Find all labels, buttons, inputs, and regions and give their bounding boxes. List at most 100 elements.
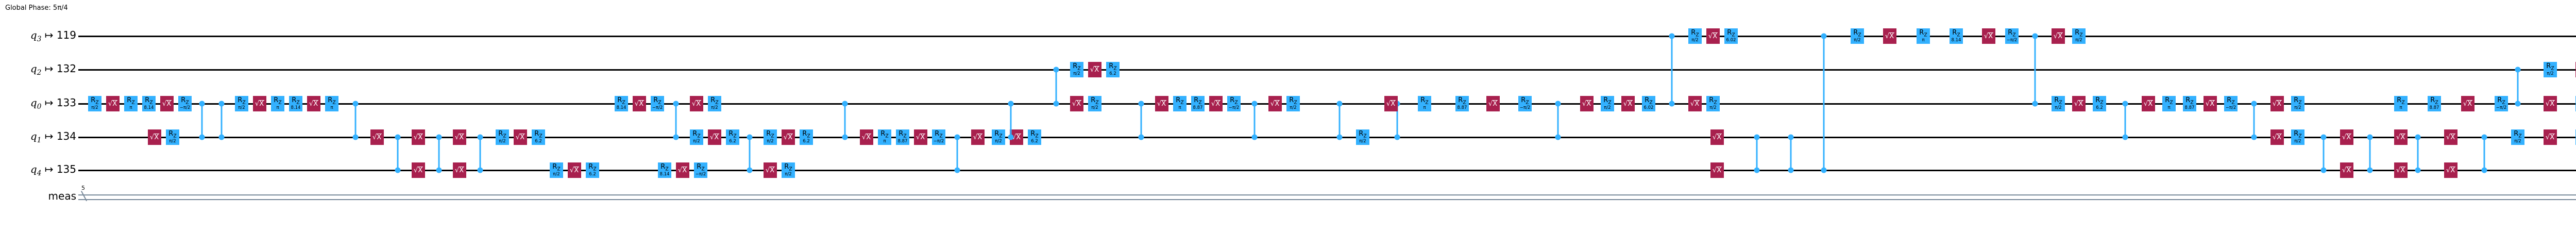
cz-control-dot[interactable] bbox=[1788, 167, 1794, 173]
cz-control-dot[interactable] bbox=[1138, 101, 1144, 107]
cz-control-dot[interactable] bbox=[477, 134, 483, 140]
gate-sx[interactable]: √X bbox=[307, 96, 320, 111]
cz-control-dot[interactable] bbox=[1754, 134, 1760, 140]
gate-sx[interactable]: √X bbox=[2394, 129, 2408, 145]
cz-control-dot[interactable] bbox=[673, 101, 679, 107]
gate-sx[interactable]: √X bbox=[1883, 28, 1896, 44]
cz-control-dot[interactable] bbox=[2367, 134, 2373, 140]
gate-sx[interactable]: √X bbox=[2142, 96, 2155, 111]
gate-rz[interactable]: RZ−π/2 bbox=[1518, 96, 1532, 111]
cz-control-dot[interactable] bbox=[218, 101, 225, 107]
gate-rz[interactable]: RZ−π/2 bbox=[178, 96, 192, 111]
cz-control-dot[interactable] bbox=[2032, 101, 2038, 107]
gate-sx[interactable]: √X bbox=[860, 129, 873, 145]
gate-sx[interactable]: √X bbox=[1070, 96, 1083, 111]
cz-control-dot[interactable] bbox=[1555, 134, 1561, 140]
cz-control-dot[interactable] bbox=[1336, 101, 1343, 107]
cz-control-dot[interactable] bbox=[2515, 101, 2521, 107]
gate-sx[interactable]: √X bbox=[412, 162, 425, 178]
cz-control-dot[interactable] bbox=[1821, 33, 1827, 39]
cz-control-dot[interactable] bbox=[2515, 67, 2521, 73]
cz-control-dot[interactable] bbox=[1336, 134, 1343, 140]
gate-rz[interactable]: RZ−π/2 bbox=[2005, 28, 2019, 44]
cz-control-dot[interactable] bbox=[199, 134, 205, 140]
gate-sx[interactable]: √X bbox=[148, 129, 161, 145]
cz-control-dot[interactable] bbox=[2481, 134, 2487, 140]
gate-sx[interactable]: √X bbox=[453, 162, 466, 178]
gate-sx[interactable]: √X bbox=[1268, 96, 1282, 111]
gate-sx[interactable]: √X bbox=[2340, 162, 2353, 178]
gate-sx[interactable]: √X bbox=[1710, 162, 1724, 178]
gate-sx[interactable]: √X bbox=[2204, 96, 2217, 111]
cz-control-dot[interactable] bbox=[1788, 134, 1794, 140]
cz-control-dot[interactable] bbox=[436, 167, 442, 173]
gate-sx[interactable]: √X bbox=[1384, 96, 1398, 111]
gate-sx[interactable]: √X bbox=[1982, 28, 1995, 44]
cz-control-dot[interactable] bbox=[2251, 134, 2257, 140]
gate-sx[interactable]: √X bbox=[2544, 96, 2557, 111]
cz-control-dot[interactable] bbox=[673, 134, 679, 140]
gate-sx[interactable]: √X bbox=[914, 129, 927, 145]
cz-control-dot[interactable] bbox=[352, 101, 359, 107]
gate-rz[interactable]: RZ−π/2 bbox=[2495, 96, 2508, 111]
cz-control-dot[interactable] bbox=[1008, 134, 1014, 140]
cz-control-dot[interactable] bbox=[747, 134, 753, 140]
cz-control-dot[interactable] bbox=[1008, 101, 1014, 107]
gate-sx[interactable]: √X bbox=[2444, 129, 2458, 145]
cz-control-dot[interactable] bbox=[1053, 67, 1059, 73]
gate-sx[interactable]: √X bbox=[971, 129, 985, 145]
gate-sx[interactable]: √X bbox=[2072, 96, 2086, 111]
gate-sx[interactable]: √X bbox=[1155, 96, 1168, 111]
cz-control-dot[interactable] bbox=[1394, 134, 1400, 140]
gate-sx[interactable]: √X bbox=[1710, 129, 1724, 145]
cz-control-dot[interactable] bbox=[2415, 167, 2421, 173]
gate-sx[interactable]: √X bbox=[676, 162, 689, 178]
gate-rz[interactable]: RZ−π/2 bbox=[1227, 96, 1241, 111]
cz-control-dot[interactable] bbox=[2122, 134, 2128, 140]
cz-control-dot[interactable] bbox=[1754, 167, 1760, 173]
gate-rz[interactable]: RZ−π/2 bbox=[2224, 96, 2238, 111]
gate-sx[interactable]: √X bbox=[1209, 96, 1223, 111]
cz-control-dot[interactable] bbox=[436, 134, 442, 140]
gate-rz[interactable]: RZ−π/2 bbox=[694, 162, 707, 178]
cz-control-dot[interactable] bbox=[1669, 101, 1675, 107]
gate-sx[interactable]: √X bbox=[1088, 62, 1101, 77]
cz-control-dot[interactable] bbox=[352, 134, 359, 140]
cz-control-dot[interactable] bbox=[2367, 167, 2373, 173]
gate-sx[interactable]: √X bbox=[2544, 129, 2557, 145]
cz-control-dot[interactable] bbox=[954, 167, 960, 173]
gate-sx[interactable]: √X bbox=[106, 96, 120, 111]
gate-rz[interactable]: RZ−π/2 bbox=[651, 96, 664, 111]
gate-sx[interactable]: √X bbox=[782, 129, 795, 145]
cz-control-dot[interactable] bbox=[199, 101, 205, 107]
cz-control-dot[interactable] bbox=[842, 101, 848, 107]
